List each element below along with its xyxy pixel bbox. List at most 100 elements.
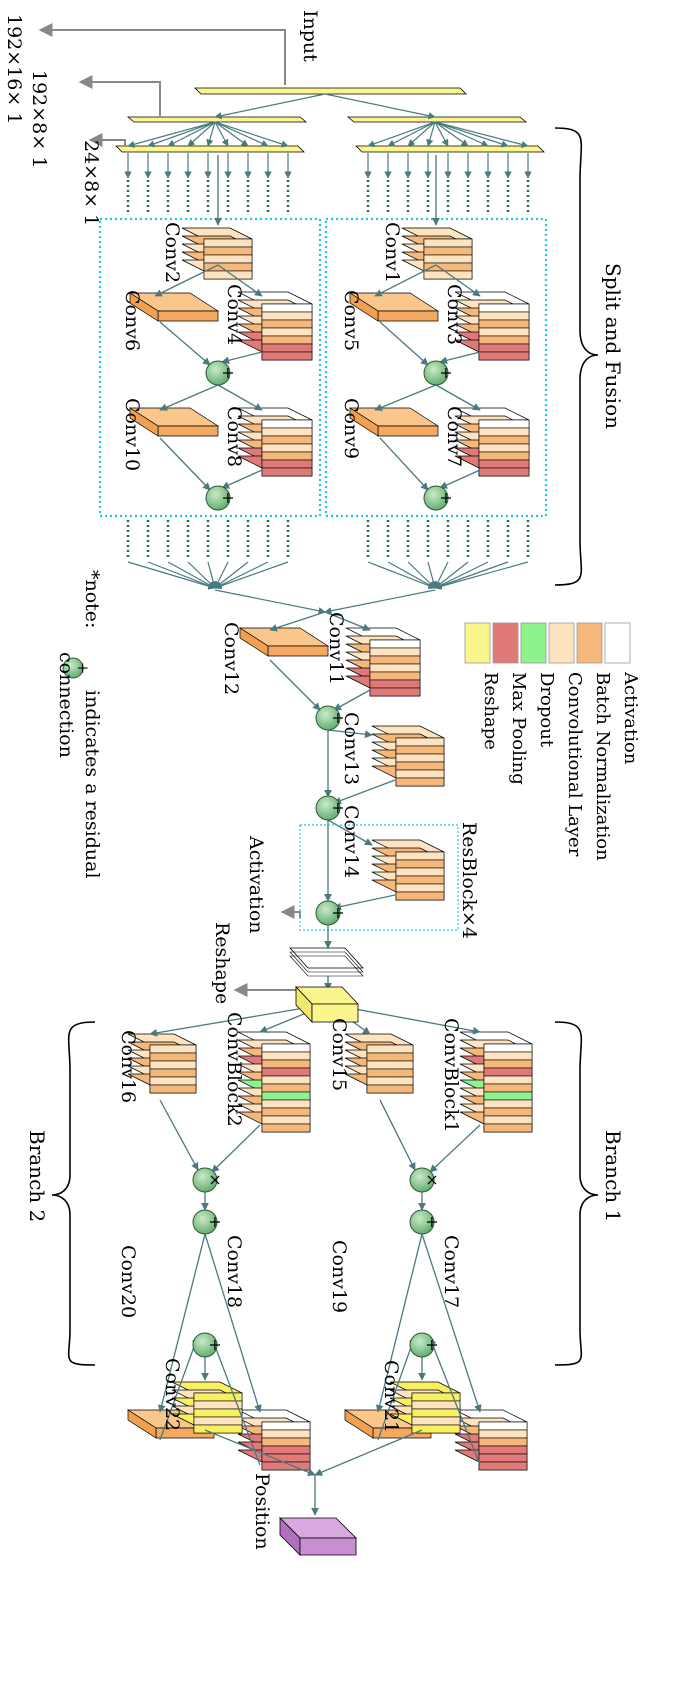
edge [374,264,437,297]
label-convblock1: ConvBlock1 [440,1018,462,1133]
split-edge [407,121,436,147]
edge [435,384,481,411]
conv12-block [238,627,330,657]
fan-edge [387,561,436,589]
edge [377,1335,417,1441]
edge [269,611,326,632]
svg-text:+: + [206,1338,225,1351]
edge [314,1429,423,1476]
edge [435,264,481,297]
fan-edge [214,561,289,590]
conv6-block [128,292,220,322]
fan-edge [214,561,269,589]
edge [428,1337,481,1466]
split-edge [434,121,509,148]
residual-node: + [423,485,456,511]
merge-edge [324,589,436,615]
branch1-label: Branch 1 [601,1130,625,1222]
split-edge [147,121,216,148]
label-conv11: Conv11 [325,612,347,685]
residual-node: × [192,1167,225,1193]
legend-swatch [492,622,519,664]
residual-node: + [409,1209,442,1235]
split-edge [214,121,269,147]
output-dim-labels: 192×16× 1 192×8× 1 24×8× 1 [3,14,102,226]
conv8-block [237,407,313,477]
residual-node: + [205,485,238,511]
edge [421,1233,482,1413]
edge [379,1099,416,1171]
fan-edge [167,561,216,589]
edge [204,1233,262,1413]
edge [149,1003,329,1037]
residual-node: + [192,1209,225,1235]
label-conv22: Conv22 [161,1358,183,1431]
label-conv3: Conv3 [443,284,465,345]
label-conv8: Conv8 [223,406,245,467]
reshape-label: Reshape [211,922,233,1004]
split-edge [387,121,436,147]
svg-text:+: + [219,366,238,379]
label-24x8: 24×8× 1 [80,140,102,226]
split-fusion-label: Split and Fusion [601,263,625,429]
split-edge [214,121,229,147]
residual-node: + [423,360,456,386]
svg-text:+: + [329,711,348,724]
edge [439,469,481,489]
activation-block [289,947,364,977]
label-conv14: Conv14 [340,805,362,878]
note-plus-sign: + [74,662,92,675]
note-plus-node [62,657,84,679]
legend-swatch [520,622,547,664]
output-arrows [38,23,301,997]
label-conv20: Conv20 [117,1245,139,1318]
label-192x8: 192×8× 1 [28,70,50,168]
edge [159,321,211,366]
svg-text:+: + [206,1215,225,1228]
svg-text:+: + [329,906,348,919]
label-conv4: Conv4 [223,284,245,345]
residual-node: × [409,1167,442,1193]
fan-edge [434,561,529,590]
legend-swatch [604,622,631,664]
edge [429,1124,481,1173]
convblock1-block [459,1031,533,1133]
svg-text:+: + [437,491,456,504]
resblock-label: ResBlock×4 [458,822,480,939]
label-conv18: Conv18 [223,1235,245,1308]
legend-label: Batch Normalization [592,672,613,861]
residual-node: + [205,360,238,386]
conv18-block [237,1409,311,1471]
merge-edge [214,589,326,615]
split-edge [167,121,216,147]
edge [159,384,219,411]
split-bar-192x8 [126,116,528,123]
residual-node: + [409,1332,442,1358]
resblock-box [299,824,459,931]
split-edge [187,121,216,147]
braces [51,127,599,1366]
label-conv6: Conv6 [121,290,143,351]
edge [333,689,371,711]
split-edge [214,121,289,148]
activation-label: Activation [245,835,267,934]
svg-text:+: + [329,801,348,814]
note-prefix: *note: [81,570,103,628]
note-end: connection [55,652,77,758]
fan-edge [207,561,217,589]
branch2-label: Branch 2 [25,1130,49,1222]
conv14-block [371,839,445,901]
split-edge [367,121,436,148]
legend-swatch [464,622,491,664]
edge [217,264,263,297]
dotted-streams [124,153,532,615]
split-edge [434,121,469,147]
edge [333,779,396,805]
conv7-block [454,407,530,477]
edge [159,1099,199,1171]
edge [159,437,211,491]
conv5-block [348,292,440,322]
label-conv19: Conv19 [328,1240,350,1313]
